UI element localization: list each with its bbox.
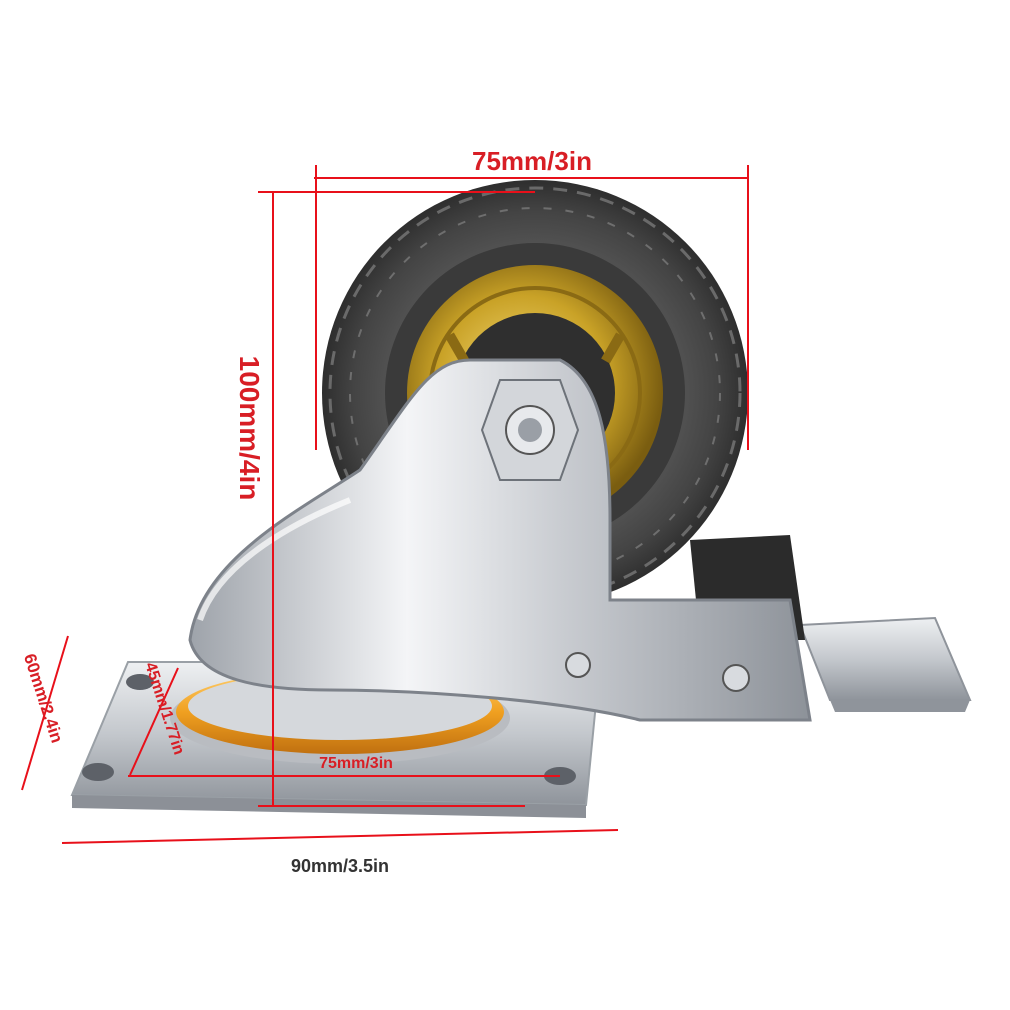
total-height-label: 100mm/4in <box>234 356 265 501</box>
rivet <box>722 664 750 692</box>
plate-hole-bottom-left <box>82 763 114 781</box>
plate-width-label: 90mm/3.5in <box>291 856 389 876</box>
plate-depth-line <box>21 635 69 791</box>
rivet <box>565 652 591 678</box>
plate-hole-top-left <box>126 674 154 690</box>
plate-width-line <box>61 829 619 844</box>
hole-spacing-horizontal-label: 75mm/3in <box>319 755 393 772</box>
hole-spacing-vertical-line <box>129 667 179 776</box>
fork-bracket <box>188 358 812 722</box>
dimension-lines <box>21 165 749 844</box>
wheel-diameter-label: 75mm/3in <box>472 146 592 176</box>
